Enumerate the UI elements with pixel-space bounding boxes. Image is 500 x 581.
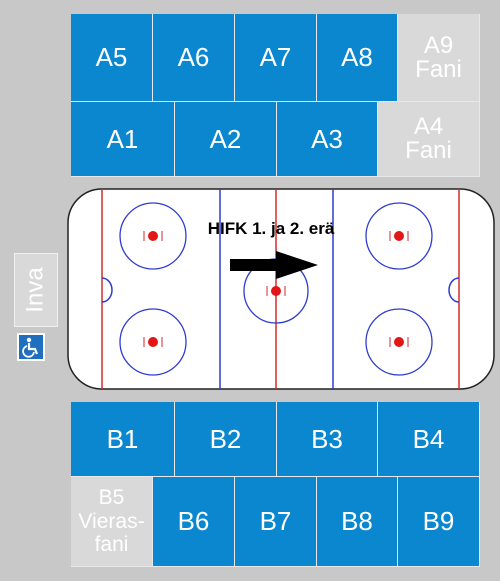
faceoff-circle-bottom-left bbox=[119, 308, 187, 376]
section-b7-label: B7 bbox=[259, 506, 292, 536]
section-a4[interactable]: A4 Fani bbox=[378, 102, 480, 177]
section-b4[interactable]: B4 bbox=[378, 402, 480, 477]
section-b3-label: B3 bbox=[311, 423, 343, 454]
section-a6-label: A6 bbox=[177, 42, 210, 72]
section-b4-label: B4 bbox=[412, 423, 445, 454]
inva-section[interactable]: Inva bbox=[14, 253, 58, 327]
faceoff-circle-top-left bbox=[119, 202, 187, 270]
section-a5[interactable]: A5 bbox=[71, 14, 153, 102]
section-a7[interactable]: A7 bbox=[235, 14, 317, 102]
section-a7-label: A7 bbox=[259, 42, 292, 72]
section-b1-label: B1 bbox=[106, 423, 139, 454]
section-a6[interactable]: A6 bbox=[153, 14, 235, 102]
inva-label: Inva bbox=[22, 267, 49, 313]
section-a1[interactable]: A1 bbox=[71, 102, 175, 177]
faceoff-circle-bottom-right bbox=[365, 308, 433, 376]
section-b1[interactable]: B1 bbox=[71, 402, 175, 477]
rink-label: HIFK 1. ja 2. erä bbox=[208, 219, 335, 238]
section-a2[interactable]: A2 bbox=[175, 102, 277, 177]
crease-right bbox=[448, 277, 460, 303]
rink-outline bbox=[67, 188, 495, 390]
section-a3-label: A3 bbox=[311, 123, 343, 154]
section-b9[interactable]: B9 bbox=[398, 477, 480, 567]
section-b5-label: B5 Vieras- fani bbox=[78, 486, 145, 557]
section-a8-label: A8 bbox=[341, 42, 373, 72]
section-a8[interactable]: A8 bbox=[317, 14, 398, 102]
section-b2-label: B2 bbox=[209, 423, 242, 454]
crease-left bbox=[101, 277, 113, 303]
section-b6-label: B6 bbox=[177, 506, 210, 536]
wheelchair-icon bbox=[17, 333, 45, 361]
attack-direction-arrow-icon bbox=[230, 251, 318, 279]
section-a2-label: A2 bbox=[209, 123, 242, 154]
section-b7[interactable]: B7 bbox=[235, 477, 317, 567]
section-b8[interactable]: B8 bbox=[317, 477, 398, 567]
section-a9[interactable]: A9 Fani bbox=[398, 14, 480, 102]
section-a5-label: A5 bbox=[95, 42, 128, 72]
faceoff-circle-top-right bbox=[365, 202, 433, 270]
section-a4-label: A4 Fani bbox=[405, 113, 452, 164]
section-a9-label: A9 Fani bbox=[415, 31, 462, 83]
section-b6[interactable]: B6 bbox=[153, 477, 235, 567]
section-b9-label: B9 bbox=[422, 506, 455, 536]
section-b2[interactable]: B2 bbox=[175, 402, 277, 477]
section-b3[interactable]: B3 bbox=[277, 402, 378, 477]
section-a3[interactable]: A3 bbox=[277, 102, 378, 177]
section-b8-label: B8 bbox=[341, 506, 373, 536]
section-b5[interactable]: B5 Vieras- fani bbox=[71, 477, 153, 567]
section-a1-label: A1 bbox=[106, 123, 139, 154]
